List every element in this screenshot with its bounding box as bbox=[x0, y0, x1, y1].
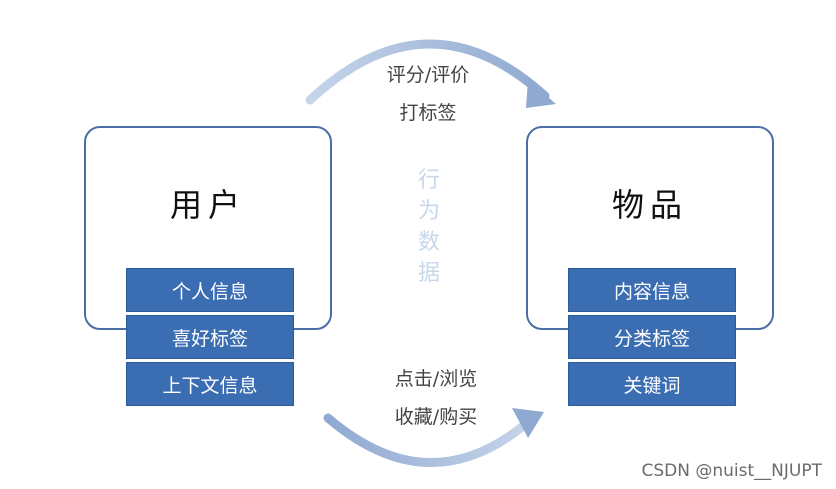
bottom-arc-arrow bbox=[323, 413, 533, 467]
top-arc-arrow bbox=[305, 39, 550, 105]
user-attributes: 个人信息 喜好标签 上下文信息 bbox=[126, 268, 294, 406]
item-attributes: 内容信息 分类标签 关键词 bbox=[568, 268, 736, 406]
user-attr-context-info: 上下文信息 bbox=[126, 362, 294, 406]
top-arrow-caption-line1: 评分/评价 bbox=[386, 64, 470, 86]
user-attr-preference-tags: 喜好标签 bbox=[126, 315, 294, 359]
item-title: 物品 bbox=[611, 186, 688, 224]
bottom-arrow-caption-line1: 点击/浏览 bbox=[394, 368, 478, 390]
top-arrowhead bbox=[526, 80, 556, 108]
item-attr-category-tags: 分类标签 bbox=[568, 315, 736, 359]
watermark: CSDN @nuist__NJUPT bbox=[641, 461, 822, 481]
behavior-data-label: 行为数据 bbox=[417, 168, 440, 286]
item-attr-content-info: 内容信息 bbox=[568, 268, 736, 312]
user-attr-personal-info: 个人信息 bbox=[126, 268, 294, 312]
user-title: 用户 bbox=[169, 186, 246, 224]
item-attr-keywords: 关键词 bbox=[568, 362, 736, 406]
bottom-arrowhead bbox=[512, 408, 544, 438]
top-arrow-caption-line2: 打标签 bbox=[399, 102, 457, 124]
bottom-arrow-caption-line2: 收藏/购买 bbox=[394, 406, 478, 428]
